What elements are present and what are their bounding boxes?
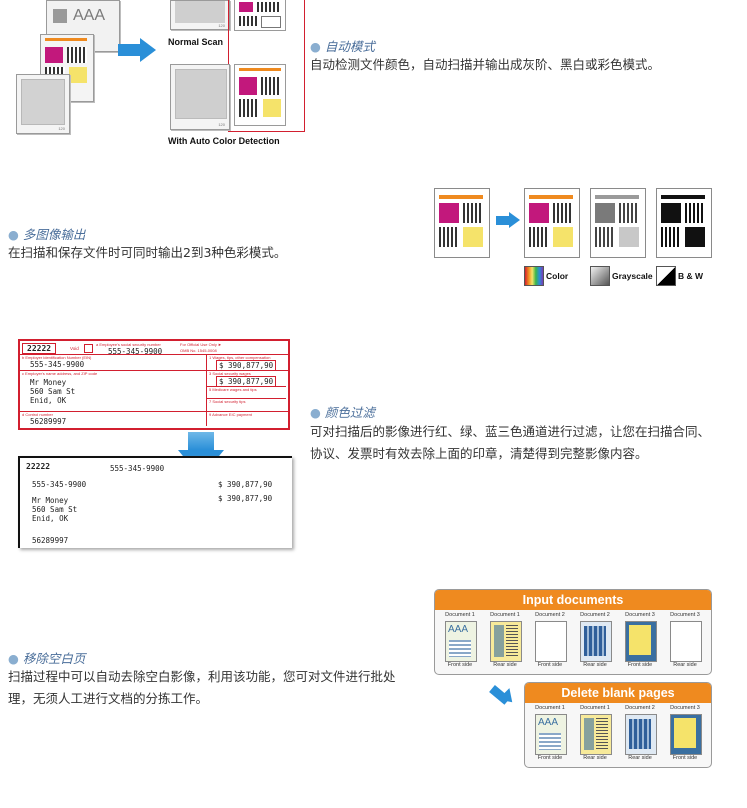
document-label: Document 2: [625, 705, 655, 711]
legend-grayscale-label: Grayscale: [612, 271, 653, 281]
page-thumbnail: [535, 621, 567, 662]
document-label: Document 3: [670, 705, 700, 711]
feature-desc-multi-image: 在扫描和保存文件时可同时输出2到3种色彩模式。: [8, 245, 287, 260]
w2-form-original: 22222 Void a Employee's social security …: [18, 339, 290, 430]
page-thumbnail: [580, 714, 612, 755]
feature-title-blank-page: ●移除空白页: [8, 651, 86, 666]
legend-color-label: Color: [546, 271, 569, 281]
page-thumbnail: AAA: [535, 714, 567, 755]
arrow-head: [140, 38, 156, 62]
page-thumbnail: [625, 714, 657, 755]
side-label: Rear side: [628, 755, 652, 761]
source-doc: [434, 188, 490, 258]
arrow-right-icon: [496, 216, 510, 225]
bw-output-doc: [656, 188, 712, 258]
bullet-icon: ●: [310, 39, 321, 54]
bullet-icon: ●: [8, 227, 19, 242]
bw-swatch-icon: [656, 266, 676, 286]
printer-yellow-icon: [263, 99, 281, 117]
color-swatch-icon: [524, 266, 544, 286]
form-code: 22222: [22, 343, 57, 354]
arrow-diagonal-icon: [489, 680, 518, 708]
feature-title-auto-mode: ●自动模式: [310, 39, 375, 54]
printer-magenta-icon: [45, 47, 63, 63]
printer-yellow-icon: [69, 67, 87, 83]
auto-color-label: With Auto Color Detection: [168, 136, 280, 146]
document-label: Document 1: [445, 612, 475, 618]
document-column: Document 1 Rear side: [576, 705, 614, 765]
feature-title-color-filter: ●颜色过滤: [310, 405, 375, 420]
bullet-icon: ●: [8, 651, 19, 666]
document-column: Document 3 Front side: [621, 612, 659, 672]
side-label: Rear side: [583, 662, 607, 668]
document-label: Document 1: [580, 705, 610, 711]
document-label: Document 1: [490, 612, 520, 618]
auto-color-doc-top: [234, 0, 286, 31]
page-thumbnail: [580, 621, 612, 662]
input-doc-gray: 120: [16, 74, 70, 134]
side-label: Front side: [537, 662, 563, 668]
side-label: Front side: [672, 755, 698, 761]
feature-title-multi-image: ●多图像输出: [8, 227, 86, 242]
document-label: Document 3: [670, 612, 700, 618]
document-column: Document 1 AAA Front side: [531, 705, 569, 765]
page-thumbnail: AAA: [445, 621, 477, 662]
aaa-text: AAA: [73, 7, 106, 24]
aaa-text: AAA: [538, 717, 559, 728]
aaa-text: AAA: [448, 624, 469, 635]
feature-desc-blank-page: 扫描过程中可以自动去除空白影像，利用该功能，您可对文件进行批处理，无须人工进行文…: [8, 669, 396, 706]
color-output-doc: [524, 188, 580, 258]
page-thumbnail: [625, 621, 657, 662]
multi-image-diagram: Color Grayscale B & W: [434, 188, 714, 288]
printer-magenta-icon: [239, 77, 257, 95]
side-label: Rear side: [583, 755, 607, 761]
side-label: Front side: [537, 755, 563, 761]
document-label: Document 2: [535, 612, 565, 618]
normal-scan-doc: 120: [170, 0, 230, 30]
auto-mode-diagram: AAA 120 120 Normal Scan 120 With Auto: [10, 0, 305, 150]
document-column: Document 3 Front side: [666, 705, 704, 765]
document-column: Document 2 Rear side: [621, 705, 659, 765]
document-column: Document 1 AAA Front side: [441, 612, 479, 672]
side-label: Rear side: [493, 662, 517, 668]
arrow-head: [509, 212, 520, 228]
auto-gray-doc: 120: [170, 64, 230, 130]
void-checkbox: [84, 344, 93, 353]
arrow-down-icon: [188, 432, 214, 450]
grayscale-swatch-icon: [590, 266, 610, 286]
arrow-right-icon: [118, 44, 142, 56]
w2-form-filtered: 22222 555-345-9900 555-345-9900 $ 390,87…: [18, 456, 292, 548]
gray-block: [53, 9, 67, 23]
grayscale-output-doc: [590, 188, 646, 258]
side-label: Front side: [627, 662, 653, 668]
normal-scan-label: Normal Scan: [168, 37, 224, 47]
document-label: Document 3: [625, 612, 655, 618]
bullet-icon: ●: [310, 405, 321, 420]
dots-block: [67, 47, 87, 63]
legend-bw-label: B & W: [678, 271, 704, 281]
document-label: Document 2: [580, 612, 610, 618]
page-thumbnail: [670, 621, 702, 662]
input-documents-title: Input documents: [435, 590, 711, 610]
side-label: Front side: [447, 662, 473, 668]
document-label: Document 1: [535, 705, 565, 711]
side-label: Rear side: [673, 662, 697, 668]
document-column: Document 2 Front side: [531, 612, 569, 672]
feature-desc-color-filter: 可对扫描后的影像进行红、绿、蓝三色通道进行过滤，让您在扫描合同、协议、发票时有效…: [310, 424, 711, 461]
void-label: Void: [70, 346, 79, 351]
auto-color-doc-bottom: [234, 64, 286, 126]
delete-blank-pages-title: Delete blank pages: [525, 683, 711, 703]
document-column: Document 2 Rear side: [576, 612, 614, 672]
page-thumbnail: [670, 714, 702, 755]
document-column: Document 3 Rear side: [666, 612, 704, 672]
page-thumbnail: [490, 621, 522, 662]
document-column: Document 1 Rear side: [486, 612, 524, 672]
feature-desc-auto-mode: 自动检测文件颜色，自动扫描并输出成灰阶、黑白或彩色模式。: [310, 57, 661, 72]
delete-blank-pages-panel: Delete blank pages Document 1 AAA Front si…: [524, 682, 712, 768]
